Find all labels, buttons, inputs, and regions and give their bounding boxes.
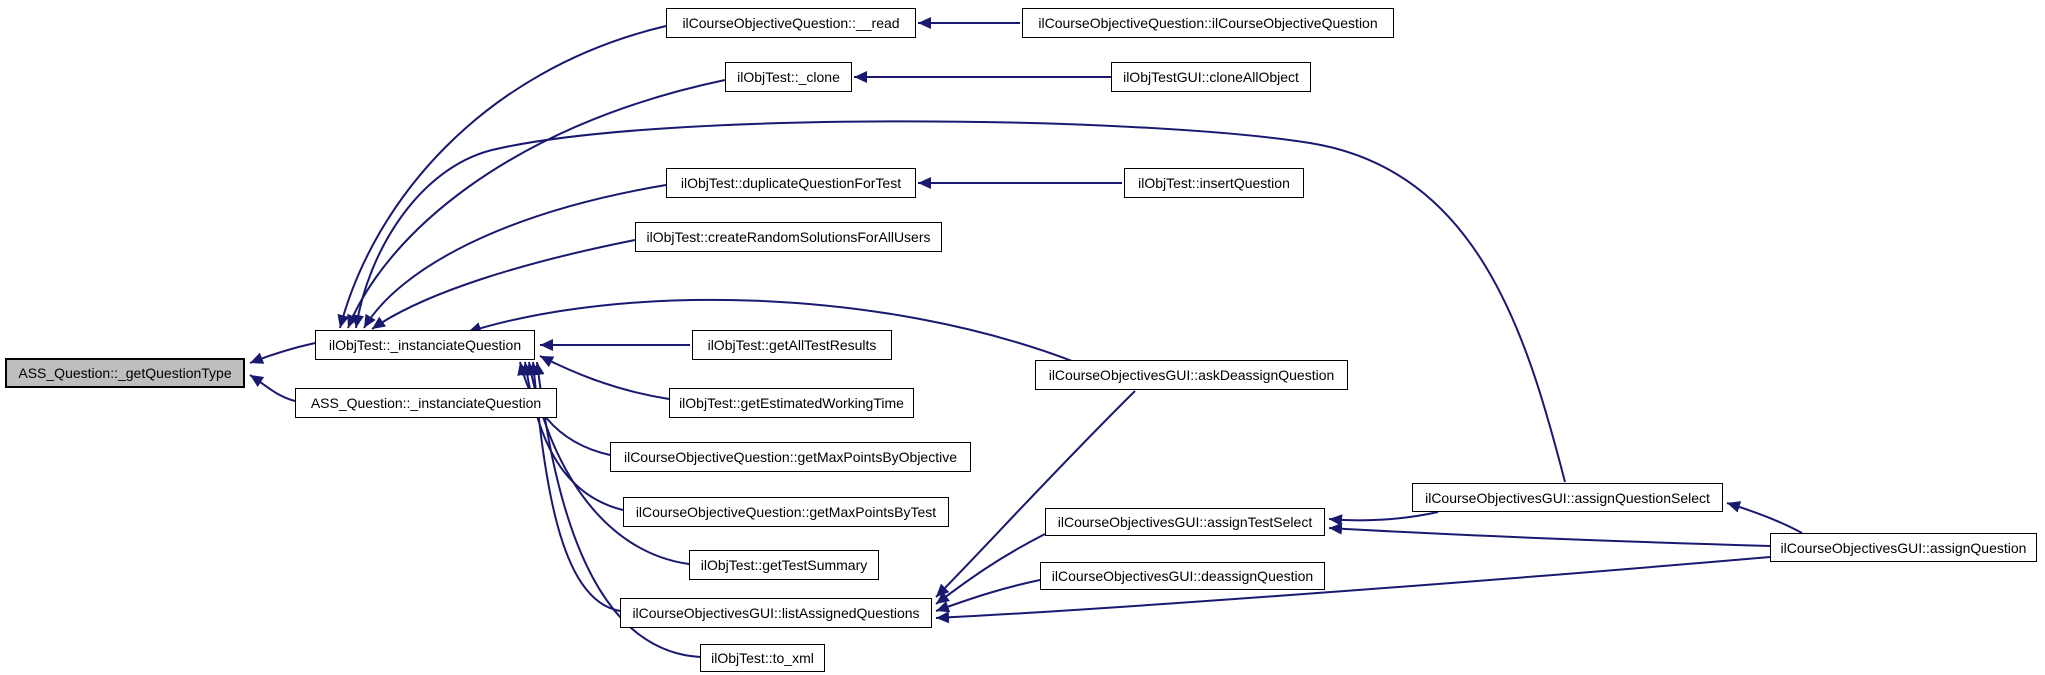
node-label: ilCourseObjectivesGUI::listAssignedQuest… — [632, 605, 920, 621]
node-ilobjtest-clone[interactable]: ilObjTest::_clone — [725, 62, 852, 92]
edge-getmaxpointsbytest-to-instanciatequestion — [521, 361, 624, 511]
node-ilcourseobjectivesgui-askdeassignquestion[interactable]: ilCourseObjectivesGUI::askDeassignQuesti… — [1035, 360, 1348, 390]
node-label: ilObjTest::_clone — [737, 69, 840, 85]
node-ilobjtest-duplicatequestionfortest[interactable]: ilObjTest::duplicateQuestionForTest — [666, 168, 916, 198]
node-label: ilCourseObjectiveQuestion::ilCourseObjec… — [1038, 15, 1378, 31]
node-label: ilObjTest::_instanciateQuestion — [328, 337, 522, 353]
node-ilcourseobjectivesgui-assignquestion[interactable]: ilCourseObjectivesGUI::assignQuestion — [1770, 533, 2037, 562]
node-ilobjtest-instanciatequestion[interactable]: ilObjTest::_instanciateQuestion — [315, 330, 535, 360]
node-label: ilObjTest::duplicateQuestionForTest — [680, 175, 902, 191]
edge-askdeassignquestion-to-instanciatequestion — [467, 298, 1073, 362]
node-label: ilCourseObjectivesGUI::assignTestSelect — [1057, 514, 1313, 530]
node-ilobjtest-getestimatedworkingtime[interactable]: ilObjTest::getEstimatedWorkingTime — [669, 388, 914, 418]
edge-clone-to-instanciatequestion — [347, 79, 726, 329]
node-ass-question-instanciatequestion[interactable]: ASS_Question::_instanciateQuestion — [295, 388, 557, 418]
edge-getestimatedworkingtime-to-instanciatequestion — [539, 355, 670, 400]
node-ilcourseobjectivesgui-assigntestselect[interactable]: ilCourseObjectivesGUI::assignTestSelect — [1045, 508, 1325, 536]
node-ilobjtest-createrandomsolutionsforallusers[interactable]: ilObjTest::createRandomSolutionsForAllUs… — [635, 222, 942, 252]
node-ass-question-getquestiontype: ASS_Question::_getQuestionType — [5, 358, 245, 388]
edge-createrandomsolutions-to-instanciatequestion — [371, 239, 636, 330]
edge-read-to-instanciatequestion — [337, 25, 667, 329]
node-label: ASS_Question::_instanciateQuestion — [310, 395, 542, 411]
node-label: ilObjTest::getAllTestResults — [707, 337, 877, 353]
node-ilcourseobjectivequestion-read[interactable]: ilCourseObjectiveQuestion::__read — [666, 8, 916, 38]
node-label: ilObjTest::insertQuestion — [1138, 175, 1290, 191]
node-ilcourseobjectivequestion-constructor[interactable]: ilCourseObjectiveQuestion::ilCourseObjec… — [1022, 8, 1394, 38]
edge-assignquestionselect-to-instanciatequestion — [352, 120, 1566, 483]
edge-instanciatequestion-to-getquestiontype — [249, 342, 316, 364]
edge-assigntestselect-to-listassignedquestions — [935, 533, 1046, 605]
edge-assignquestion-to-assigntestselect — [1328, 522, 1771, 547]
edge-assignquestionselect-to-assigntestselect — [1328, 511, 1439, 527]
node-label: ilCourseObjectiveQuestion::getMaxPointsB… — [635, 504, 937, 520]
node-label: ilCourseObjectiveQuestion::getMaxPointsB… — [623, 449, 958, 465]
edge-assignquestion-to-assignquestionselect — [1726, 501, 1803, 534]
edge-duplicatequestionfortest-to-instanciatequestion — [363, 184, 667, 329]
node-ilobjtest-getalltestresults[interactable]: ilObjTest::getAllTestResults — [692, 330, 892, 360]
node-label: ilObjTest::createRandomSolutionsForAllUs… — [646, 229, 931, 245]
node-label: ilCourseObjectiveQuestion::__read — [682, 15, 900, 31]
edge-getmaxpointsbyobjective-to-instanciatequestion — [517, 361, 611, 456]
node-label: ASS_Question::_getQuestionType — [18, 365, 232, 381]
node-ilobjtest-gettestsummary[interactable]: ilObjTest::getTestSummary — [689, 550, 879, 580]
node-ilcourseobjectivequestion-getmaxpointsbytest[interactable]: ilCourseObjectiveQuestion::getMaxPointsB… — [623, 497, 949, 527]
node-ilcourseobjectivesgui-assignquestionselect[interactable]: ilCourseObjectivesGUI::assignQuestionSel… — [1412, 483, 1723, 512]
node-label: ilObjTestGUI::cloneAllObject — [1123, 69, 1299, 85]
edge-deassignquestion-to-listassignedquestions — [935, 579, 1041, 613]
node-label: ilObjTest::to_xml — [711, 650, 814, 666]
node-label: ilObjTest::getEstimatedWorkingTime — [679, 395, 904, 411]
edge-assignquestion-to-listassignedquestions — [935, 556, 1771, 624]
node-label: ilCourseObjectivesGUI::assignQuestion — [1780, 539, 2027, 556]
node-ilobjtest-to-xml[interactable]: ilObjTest::to_xml — [700, 644, 825, 672]
node-ilcourseobjectivequestion-getmaxpointsbyobjective[interactable]: ilCourseObjectiveQuestion::getMaxPointsB… — [610, 442, 971, 472]
node-label: ilObjTest::getTestSummary — [700, 557, 868, 573]
node-label: ilCourseObjectivesGUI::askDeassignQuesti… — [1048, 367, 1335, 383]
node-ilcourseobjectivesgui-listassignedquestions[interactable]: ilCourseObjectivesGUI::listAssignedQuest… — [620, 598, 932, 628]
node-ilobjtestgui-cloneallobject[interactable]: ilObjTestGUI::cloneAllObject — [1111, 62, 1311, 92]
node-ilcourseobjectivesgui-deassignquestion[interactable]: ilCourseObjectivesGUI::deassignQuestion — [1040, 562, 1325, 590]
edge-ass-instanciatequestion-to-getquestiontype — [249, 374, 296, 402]
edge-askdeassignquestion-to-listassignedquestions — [935, 390, 1136, 598]
node-ilobjtest-insertquestion[interactable]: ilObjTest::insertQuestion — [1124, 168, 1304, 198]
node-label: ilCourseObjectivesGUI::deassignQuestion — [1051, 568, 1314, 584]
node-label: ilCourseObjectivesGUI::assignQuestionSel… — [1425, 489, 1710, 506]
